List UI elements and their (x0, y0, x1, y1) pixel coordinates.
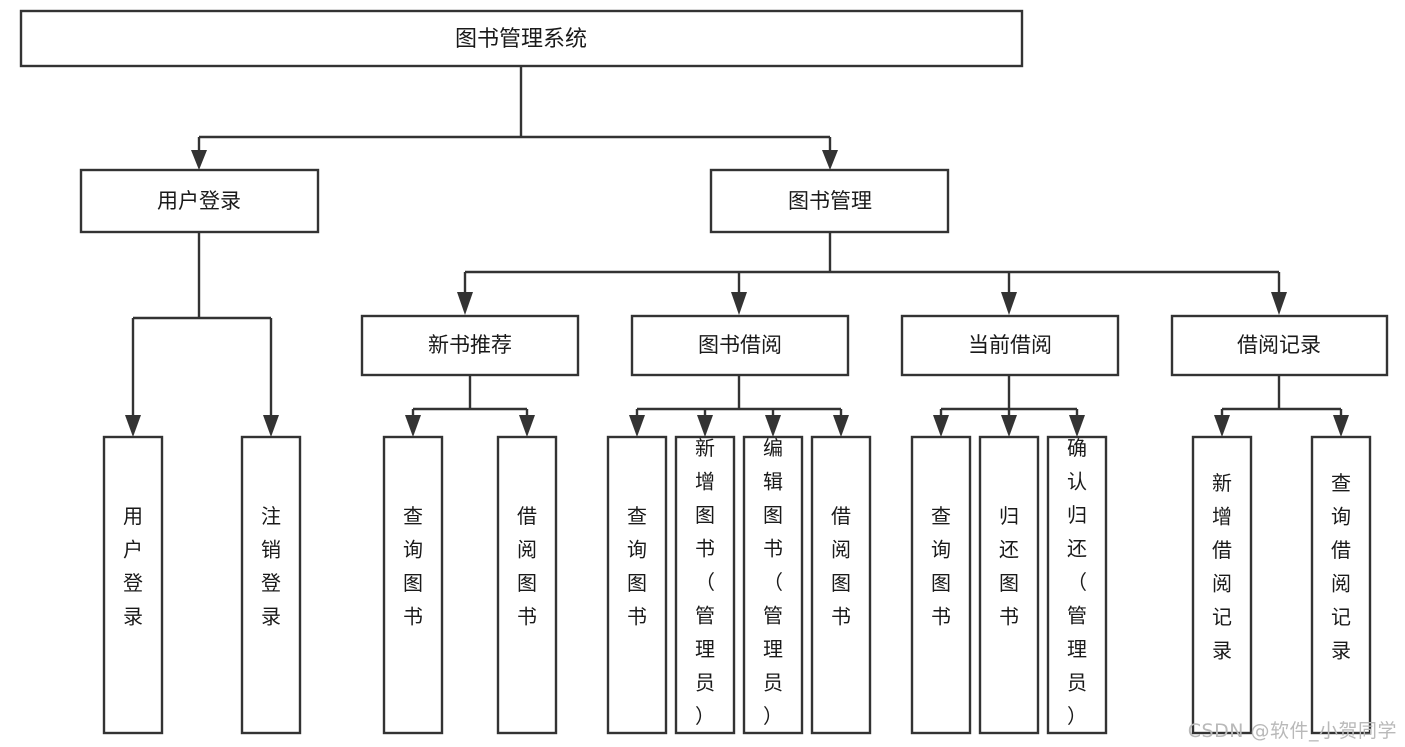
arrowhead-leaf-edit-book-admin (765, 415, 781, 437)
arrowhead-leaf-user-login (125, 415, 141, 437)
node-leaf-logout-login-label: 注销登录 (261, 504, 281, 629)
node-leaf-logout-login[interactable]: 注销登录 (240, 435, 302, 735)
connector-group-new-book-recommend (405, 375, 535, 437)
connector-group-current-borrow (933, 375, 1085, 437)
node-leaf-edit-book-admin[interactable]: 编辑图书（管理员） (742, 435, 804, 735)
node-root-box[interactable] (19, 9, 1024, 68)
node-book-borrow-box[interactable] (630, 314, 850, 377)
arrowhead-leaf-query-book-3 (933, 415, 949, 437)
node-leaf-borrow-book-2-label: 借阅图书 (831, 504, 851, 629)
node-leaf-add-book-admin[interactable]: 新增图书（管理员） (674, 435, 736, 735)
node-leaf-query-book-3[interactable]: 查询图书 (910, 435, 972, 735)
node-leaf-user-login-box[interactable] (102, 435, 164, 735)
node-leaf-logout-login-box[interactable] (240, 435, 302, 735)
node-book-manage-label: 图书管理 (788, 189, 872, 213)
arrowhead-leaf-query-borrow-record (1333, 415, 1349, 437)
node-user-login-label: 用户登录 (157, 189, 241, 213)
node-root[interactable]: 图书管理系统 (19, 9, 1024, 68)
node-leaf-query-book-2-box[interactable] (606, 435, 668, 735)
connector-group-borrow-record (1214, 375, 1349, 437)
node-current-borrow-label: 当前借阅 (968, 333, 1052, 357)
arrowhead-leaf-query-book-2 (629, 415, 645, 437)
node-leaf-user-login[interactable]: 用户登录 (102, 435, 164, 735)
arrowhead-leaf-add-borrow-record (1214, 415, 1230, 437)
node-user-login[interactable]: 用户登录 (79, 168, 320, 234)
node-leaf-add-book-admin-label: 新增图书（管理员） (695, 436, 715, 728)
node-leaf-add-borrow-record-label: 新增借阅记录 (1212, 471, 1232, 663)
connector-group-book-manage (457, 232, 1287, 315)
node-leaf-query-borrow-record-box[interactable] (1310, 435, 1372, 735)
node-leaf-borrow-book-1-box[interactable] (496, 435, 558, 735)
node-leaf-query-book-3-label: 查询图书 (931, 504, 951, 629)
node-leaf-query-book-1[interactable]: 查询图书 (382, 435, 444, 735)
arrowhead-leaf-return-book (1001, 415, 1017, 437)
node-leaf-query-book-2-label: 查询图书 (627, 504, 647, 629)
node-current-borrow-box[interactable] (900, 314, 1120, 377)
node-leaf-edit-book-admin-box[interactable] (742, 435, 804, 735)
arrowhead-leaf-borrow-book-2 (833, 415, 849, 437)
node-leaf-confirm-return-admin-box[interactable] (1046, 435, 1108, 735)
node-borrow-record-label: 借阅记录 (1237, 333, 1321, 357)
node-leaf-add-book-admin-box[interactable] (674, 435, 736, 735)
arrowhead-leaf-confirm-return-admin (1069, 415, 1085, 437)
node-leaf-return-book-box[interactable] (978, 435, 1040, 735)
node-leaf-query-borrow-record[interactable]: 查询借阅记录 (1310, 435, 1372, 735)
arrowhead-book-borrow (731, 292, 747, 315)
node-leaf-return-book[interactable]: 归还图书 (978, 435, 1040, 735)
node-leaf-query-book-1-label: 查询图书 (403, 504, 423, 629)
arrowhead-leaf-logout-login (263, 415, 279, 437)
node-book-borrow[interactable]: 图书借阅 (630, 314, 850, 377)
arrowhead-leaf-borrow-book-1 (519, 415, 535, 437)
connector-group-user-login (125, 232, 279, 437)
node-leaf-confirm-return-admin-label: 确认归还（管理员） (1067, 436, 1087, 728)
arrowhead-leaf-add-book-admin (697, 415, 713, 437)
node-leaf-edit-book-admin-label: 编辑图书（管理员） (763, 436, 783, 728)
node-leaf-borrow-book-1-label: 借阅图书 (517, 504, 537, 629)
arrowhead-borrow-record (1271, 292, 1287, 315)
node-leaf-query-borrow-record-label: 查询借阅记录 (1331, 471, 1351, 663)
node-new-book-recommend-label: 新书推荐 (428, 333, 512, 357)
node-leaf-add-borrow-record-box[interactable] (1191, 435, 1253, 735)
node-new-book-recommend-box[interactable] (360, 314, 580, 377)
node-leaf-query-book-2[interactable]: 查询图书 (606, 435, 668, 735)
node-current-borrow[interactable]: 当前借阅 (900, 314, 1120, 377)
node-borrow-record-box[interactable] (1170, 314, 1389, 377)
node-leaf-query-book-3-box[interactable] (910, 435, 972, 735)
node-user-login-box[interactable] (79, 168, 320, 234)
arrowhead-leaf-query-book-1 (405, 415, 421, 437)
node-book-manage[interactable]: 图书管理 (709, 168, 950, 234)
node-leaf-confirm-return-admin[interactable]: 确认归还（管理员） (1046, 435, 1108, 735)
node-leaf-query-book-1-box[interactable] (382, 435, 444, 735)
connector-group-root (191, 66, 838, 170)
arrowhead-new-book-recommend (457, 292, 473, 315)
node-leaf-borrow-book-2-box[interactable] (810, 435, 872, 735)
node-root-label: 图书管理系统 (455, 27, 587, 52)
arrowhead-book-manage (822, 150, 838, 170)
node-book-manage-box[interactable] (709, 168, 950, 234)
node-leaf-borrow-book-1[interactable]: 借阅图书 (496, 435, 558, 735)
node-leaf-borrow-book-2[interactable]: 借阅图书 (810, 435, 872, 735)
arrowhead-current-borrow (1001, 292, 1017, 315)
node-new-book-recommend[interactable]: 新书推荐 (360, 314, 580, 377)
node-leaf-return-book-label: 归还图书 (999, 504, 1019, 629)
node-leaf-user-login-label: 用户登录 (123, 504, 143, 629)
node-borrow-record[interactable]: 借阅记录 (1170, 314, 1389, 377)
arrowhead-user-login (191, 150, 207, 170)
node-book-borrow-label: 图书借阅 (698, 333, 782, 357)
node-leaf-add-borrow-record[interactable]: 新增借阅记录 (1191, 435, 1253, 735)
connector-group-book-borrow (629, 375, 849, 437)
